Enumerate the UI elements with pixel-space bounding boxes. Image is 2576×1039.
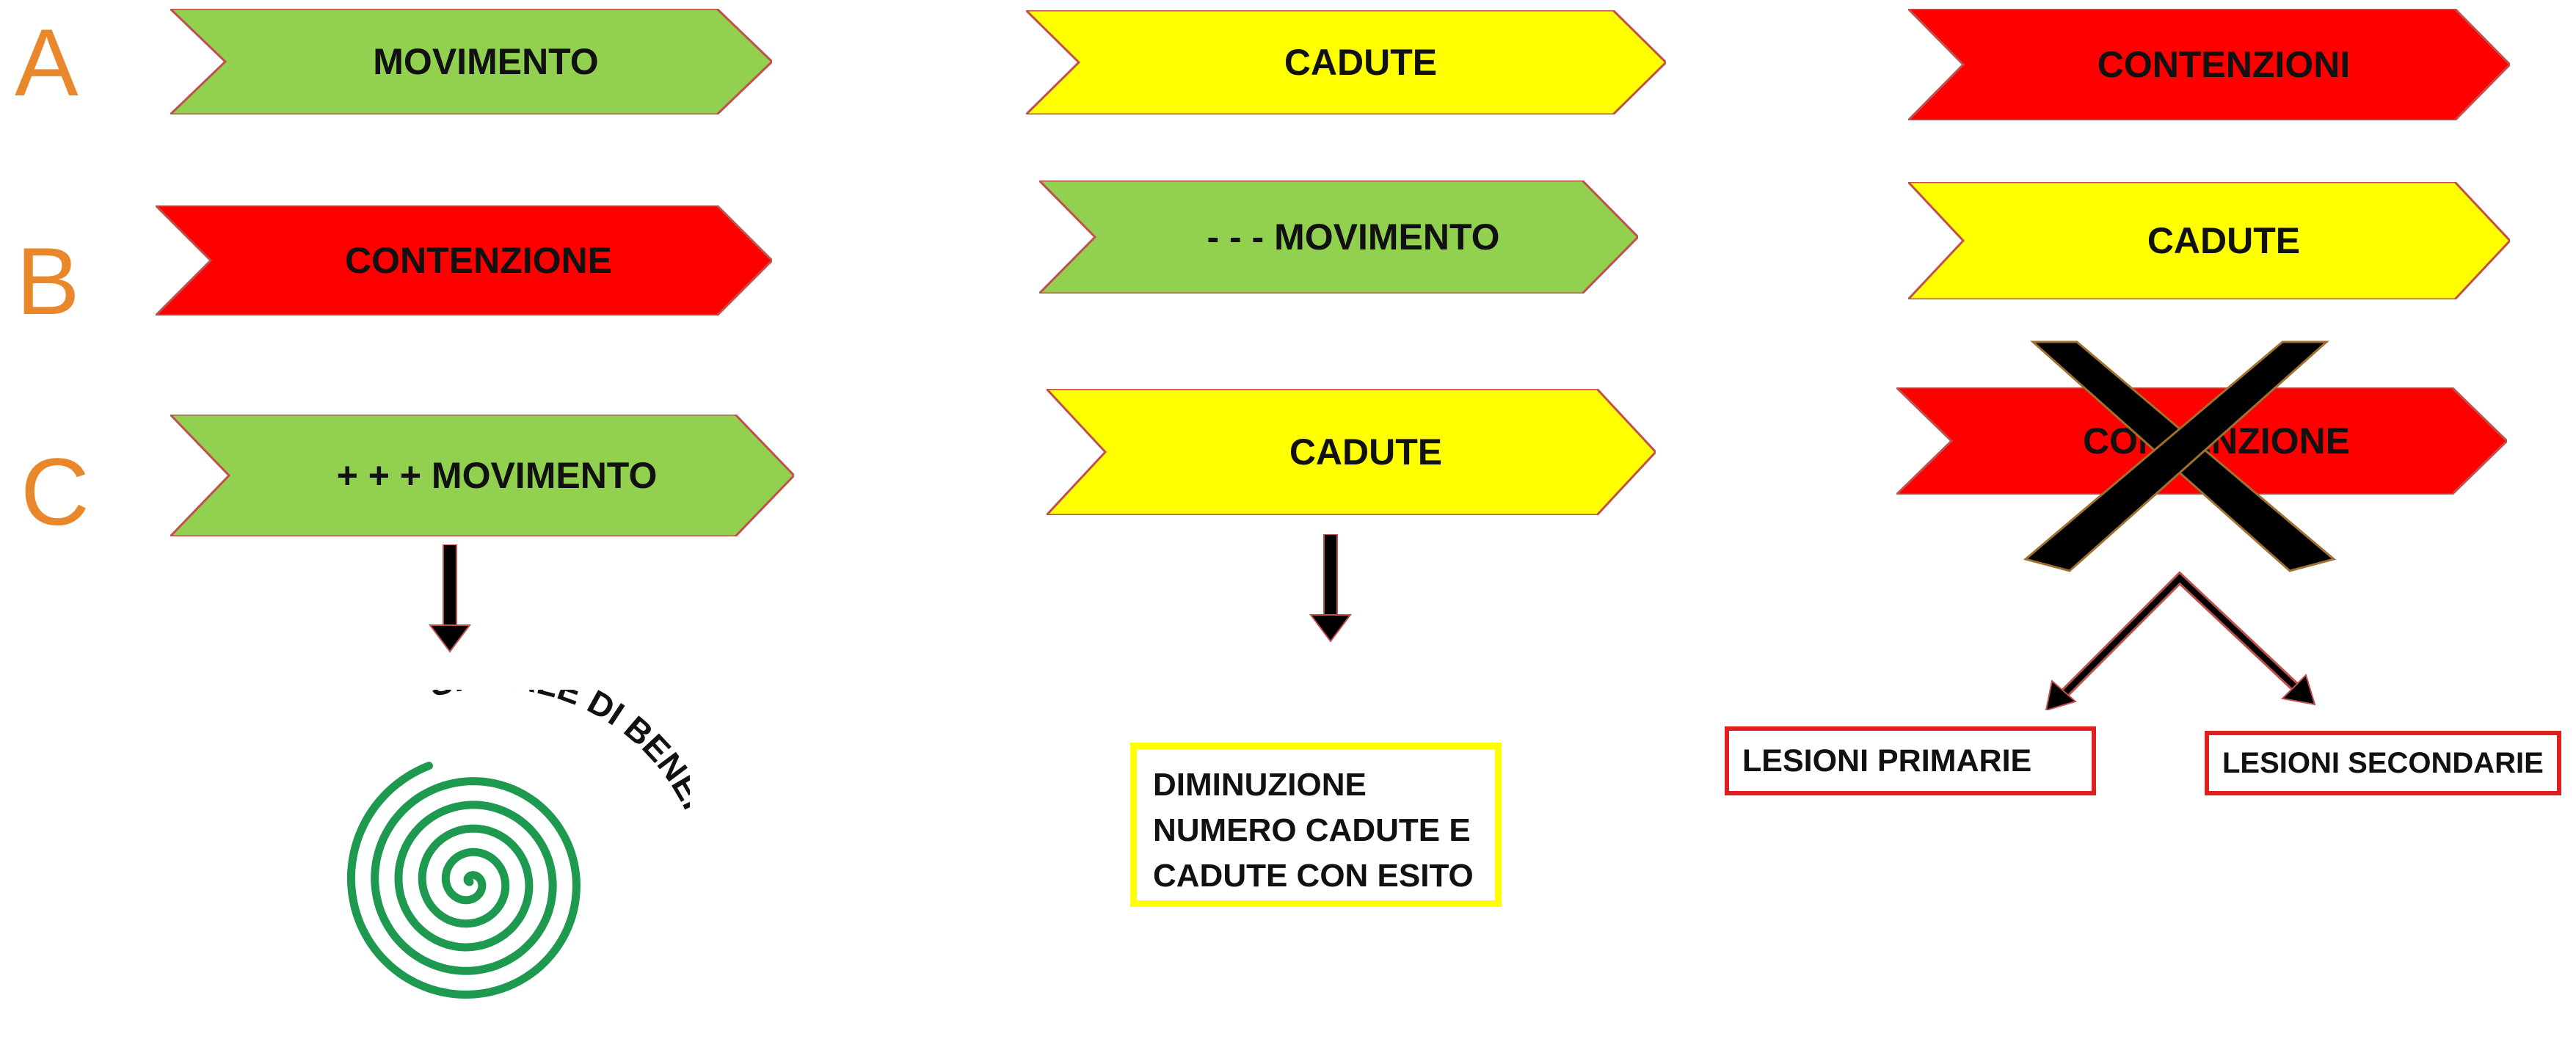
svg-text:SPIRALE DI BENEFICI: SPIRALE DI BENEFICI <box>426 690 690 865</box>
chevron-a-cadute: CADUTE <box>1026 10 1666 114</box>
chevron-b-cadute: CADUTE <box>1908 182 2510 299</box>
chevron-c-cadute: CADUTE <box>1047 389 1656 515</box>
chevron-label: CONTENZIONI <box>2097 44 2351 85</box>
chevron-b-meno-movimento: - - - MOVIMENTO <box>1039 181 1638 294</box>
diverging-arrows-icon <box>2045 571 2316 710</box>
spiral-caption: SPIRALE DI BENEFICI <box>426 690 690 865</box>
chevron-label: CADUTE <box>2147 220 2301 261</box>
primary-lesions-box: LESIONI PRIMARIE <box>1725 726 2096 795</box>
chevron-label: CADUTE <box>1284 42 1438 83</box>
row-letter-c: C <box>21 438 90 545</box>
chevron-label: CONTENZIONE <box>345 240 612 281</box>
row-letter-b: B <box>16 227 80 335</box>
chevron-label: - - - MOVIMENTO <box>1207 216 1500 258</box>
falls-outcome-box: DIMINUZIONE NUMERO CADUTE E CADUTE CON E… <box>1130 743 1502 907</box>
primary-lesions-label: LESIONI PRIMARIE <box>1742 743 2032 779</box>
down-arrow-icon <box>1309 534 1352 643</box>
secondary-lesions-box: LESIONI SECONDARIE <box>2205 731 2561 795</box>
chevron-b-contenzione: CONTENZIONE <box>156 205 772 316</box>
secondary-lesions-label: LESIONI SECONDARIE <box>2222 746 2544 779</box>
chevron-label: + + + MOVIMENTO <box>336 455 658 496</box>
chevron-a-contenzioni: CONTENZIONI <box>1908 9 2510 120</box>
falls-outcome-line: NUMERO CADUTE E <box>1153 812 1471 848</box>
chevron-c-piu-movimento: + + + MOVIMENTO <box>170 415 794 536</box>
spiral-of-benefits-icon: SPIRALE DI BENEFICI <box>346 690 690 999</box>
falls-outcome-line: DIMINUZIONE <box>1153 767 1367 803</box>
cross-mark-icon <box>2023 340 2337 572</box>
down-arrow-icon <box>429 544 471 653</box>
falls-outcome-line: CADUTE CON ESITO <box>1153 858 1474 894</box>
chevron-label: MOVIMENTO <box>373 41 599 82</box>
chevron-a-movimento: MOVIMENTO <box>170 9 772 114</box>
row-letter-a: A <box>15 9 79 116</box>
chevron-label: CADUTE <box>1289 431 1443 473</box>
